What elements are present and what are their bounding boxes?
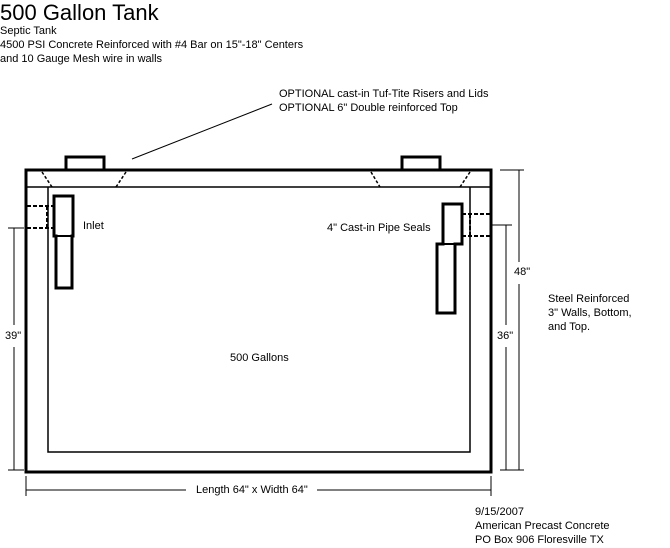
callout-optional-risers: OPTIONAL cast-in Tuf-Tite Risers and Lid…: [279, 88, 489, 100]
optional-callout-leader: [131, 103, 273, 160]
footer-date: 9/15/2007: [475, 506, 524, 518]
footer-address: PO Box 906 Floresville TX: [475, 534, 604, 546]
note-walls: 3" Walls, Bottom,: [548, 307, 632, 319]
spec-line-2: and 10 Gauge Mesh wire in walls: [0, 53, 163, 65]
riser-opening-left-b: [115, 171, 127, 188]
label-pipe-seals: 4" Cast-in Pipe Seals: [327, 222, 431, 234]
dim-inlet-height: 39": [5, 330, 22, 342]
outlet-tee: [435, 202, 464, 315]
riser-opening-right-a: [370, 171, 381, 188]
dim-length-width: Length 64" x Width 64": [196, 484, 308, 496]
dim-total-height: 48": [514, 266, 531, 278]
riser-right: [400, 155, 442, 170]
note-steel-reinforced: Steel Reinforced: [548, 293, 630, 305]
tank-inner-wall: [47, 187, 471, 453]
label-capacity: 500 Gallons: [230, 352, 289, 364]
dim-inner-height: 36": [497, 330, 514, 342]
inlet-tee: [52, 194, 75, 290]
label-inlet: Inlet: [83, 220, 104, 232]
subtitle: Septic Tank: [0, 25, 57, 37]
callout-optional-top: OPTIONAL 6" Double reinforced Top: [279, 102, 458, 114]
page-title: 500 Gallon Tank: [0, 0, 159, 25]
riser-left: [64, 155, 106, 170]
riser-opening-left-a: [41, 171, 53, 188]
tank-outer-wall: [24, 168, 493, 474]
footer-company: American Precast Concrete: [475, 520, 610, 532]
note-top: and Top.: [548, 321, 591, 333]
spec-line-1: 4500 PSI Concrete Reinforced with #4 Bar…: [0, 39, 304, 51]
riser-opening-right-b: [459, 171, 471, 188]
